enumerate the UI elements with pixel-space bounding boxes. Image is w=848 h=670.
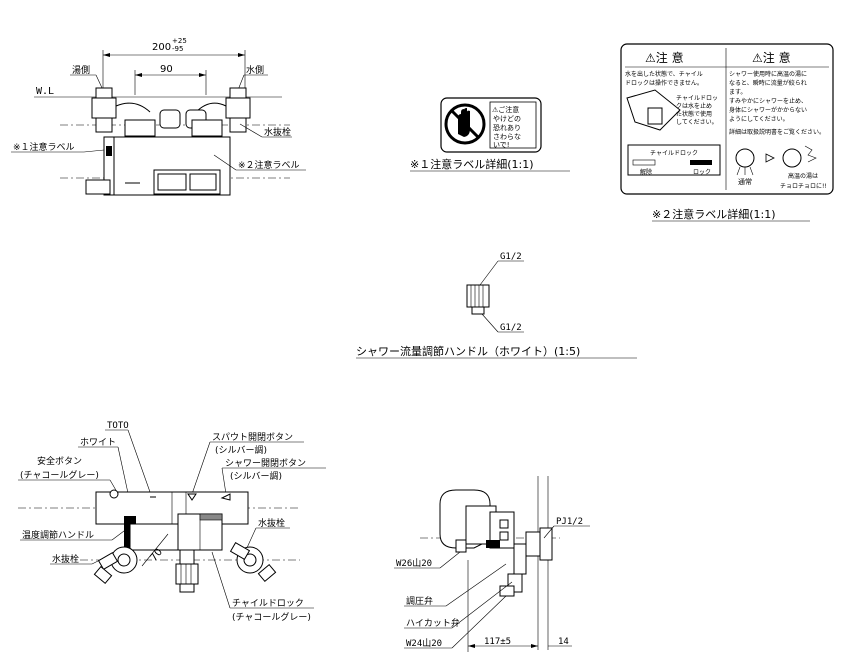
label2-right-line-1: シャワー使用時に高温の湯に <box>729 70 807 78</box>
drain-plug-right-label: 水抜栓 <box>258 517 285 529</box>
w24-label: W24山20 <box>406 638 442 649</box>
temp-handle-label: 温度調節ハンドル <box>22 529 94 541</box>
cold-side-label: 水側 <box>246 64 264 76</box>
dim-90-text: 90 <box>160 64 173 75</box>
front-view: TOTO ホワイト 安全ボタン (チャコールグレー) スパウト開閉ボタン (シル… <box>18 421 326 623</box>
white-label: ホワイト <box>80 437 116 448</box>
hot-note-1: 高温の湯は <box>788 172 818 180</box>
cold-inlet-nut <box>229 87 247 99</box>
hot-shower-icon <box>782 148 802 168</box>
label2-right-line-7: 詳細は取扱説明書をご覧ください。 <box>729 128 825 136</box>
normal-label: 通常 <box>738 177 752 186</box>
shower-button <box>220 493 231 501</box>
top-view: 200 +25 -95 90 湯側 水側 W.L <box>11 37 306 196</box>
label2-detail: ⚠注 意 ⚠注 意 水を出した状態で、チャイル ドロックは操作できません。 チャ… <box>620 43 834 222</box>
drain-plug-left-label: 水抜栓 <box>52 553 79 565</box>
drain-plug-label: 水抜栓 <box>264 126 291 138</box>
safety-button <box>109 489 119 499</box>
label1-badge-line-2: やけどの <box>493 115 521 123</box>
child-lock-label-front: チャイルドロック <box>232 598 304 609</box>
label1-caption: ※１注意ラベル詳細(1:1) <box>410 157 534 171</box>
handle-thread-bottom: G1/2 <box>500 323 522 333</box>
label2-leader-text: ※２注意ラベル <box>238 159 300 171</box>
spout-button-color: (シルバー調) <box>215 444 267 456</box>
label1-badge-line-5: いで! <box>493 141 510 149</box>
handle-detail: G1/2 G1/2 シャワー流量調節ハンドル（ホワイト）(1:5) <box>356 252 637 359</box>
shower-button-label: シャワー開閉ボタン <box>225 458 306 469</box>
dim-200-tol-bottom: -95 <box>172 45 183 53</box>
label2-right-line-5: 身体にシャワーがかからない <box>729 106 807 114</box>
pressure-valve-label: 調圧弁 <box>406 595 433 607</box>
high-cut-valve-label: ハイカット弁 <box>406 617 460 629</box>
unlock-gauge <box>632 159 656 166</box>
dim-200-text: 200 <box>152 42 171 53</box>
label2-right-line-4: すみやかにシャワーを止め、 <box>729 97 807 105</box>
unlock-label: 解除 <box>640 168 652 176</box>
label2-right-line-6: ようにしてください。 <box>729 116 789 123</box>
label2-left-line-1: 水を出した状態で、チャイル <box>625 70 703 78</box>
child-lock-illustration <box>626 89 681 131</box>
dim-200-tol-top: +25 <box>172 37 187 45</box>
safety-button-label: 安全ボタン <box>37 455 82 467</box>
w26-label: W26山20 <box>396 558 432 569</box>
handle-caption: シャワー流量調節ハンドル（ホワイト）(1:5) <box>356 344 580 358</box>
label2-right-line-3: ます。 <box>729 89 746 96</box>
label1-leader-text: ※１注意ラベル <box>13 141 75 153</box>
dim-14: 14 <box>558 637 569 647</box>
label1-detail: ⚠ご注意 やけどの 恐れあり さわらな いで! ※１注意ラベル詳細(1:1) <box>410 97 570 172</box>
lock-label: ロック <box>693 169 711 176</box>
safety-button-color: (チャコールグレー) <box>20 469 99 481</box>
toto-label: TOTO <box>107 421 129 431</box>
child-lock-knob <box>199 513 223 521</box>
label1-badge-line-4: さわらな <box>493 133 521 141</box>
shower-button-color: (シルバー調) <box>230 470 282 482</box>
hot-side-label: 湯側 <box>72 64 90 76</box>
label2-caption: ※２注意ラベル詳細(1:1) <box>652 207 776 221</box>
label1-badge-line-3: 恐れあり <box>493 124 521 132</box>
child-lock-note-4: してください。 <box>676 119 718 126</box>
label2-left-line-2: ドロックは操作できません。 <box>625 79 703 87</box>
label1-badge-line-1: ⚠ご注意 <box>492 105 519 114</box>
hot-note-2: チョロチョロに!! <box>780 183 827 190</box>
label2-left-title: ⚠注 意 <box>645 50 684 65</box>
child-lock-note-1: チャイルドロッ <box>676 95 718 102</box>
pj-nut <box>539 527 553 561</box>
shower-head-icon <box>735 148 755 168</box>
dim-117: 117±5 <box>484 637 511 647</box>
arrow-icon <box>765 153 775 163</box>
child-lock-color: (チャコールグレー) <box>232 611 311 623</box>
side-view: PJ1/2 W26山20 調圧弁 ハイカット弁 W24山20 117±5 14 <box>394 476 590 652</box>
label2-right-title: ⚠注 意 <box>752 50 791 65</box>
child-lock-note-3: た状態で使用 <box>676 110 712 118</box>
handle-body <box>466 284 490 308</box>
pj-label: PJ1/2 <box>556 517 583 527</box>
handle-thread-top: G1/2 <box>500 252 522 262</box>
spout-button <box>187 493 197 501</box>
hot-inlet-nut <box>95 87 113 99</box>
shower-outlet <box>175 563 199 585</box>
lock-gauge <box>690 160 712 165</box>
label2-right-line-2: なると、瞬時に流量が絞られ <box>729 79 807 87</box>
spout-button-label: スパウト開閉ボタン <box>212 432 293 443</box>
child-lock-note-2: クは水を止め <box>676 102 712 110</box>
child-lock-label: チャイルドロック <box>650 150 698 157</box>
water-level-label: W.L <box>36 86 54 97</box>
